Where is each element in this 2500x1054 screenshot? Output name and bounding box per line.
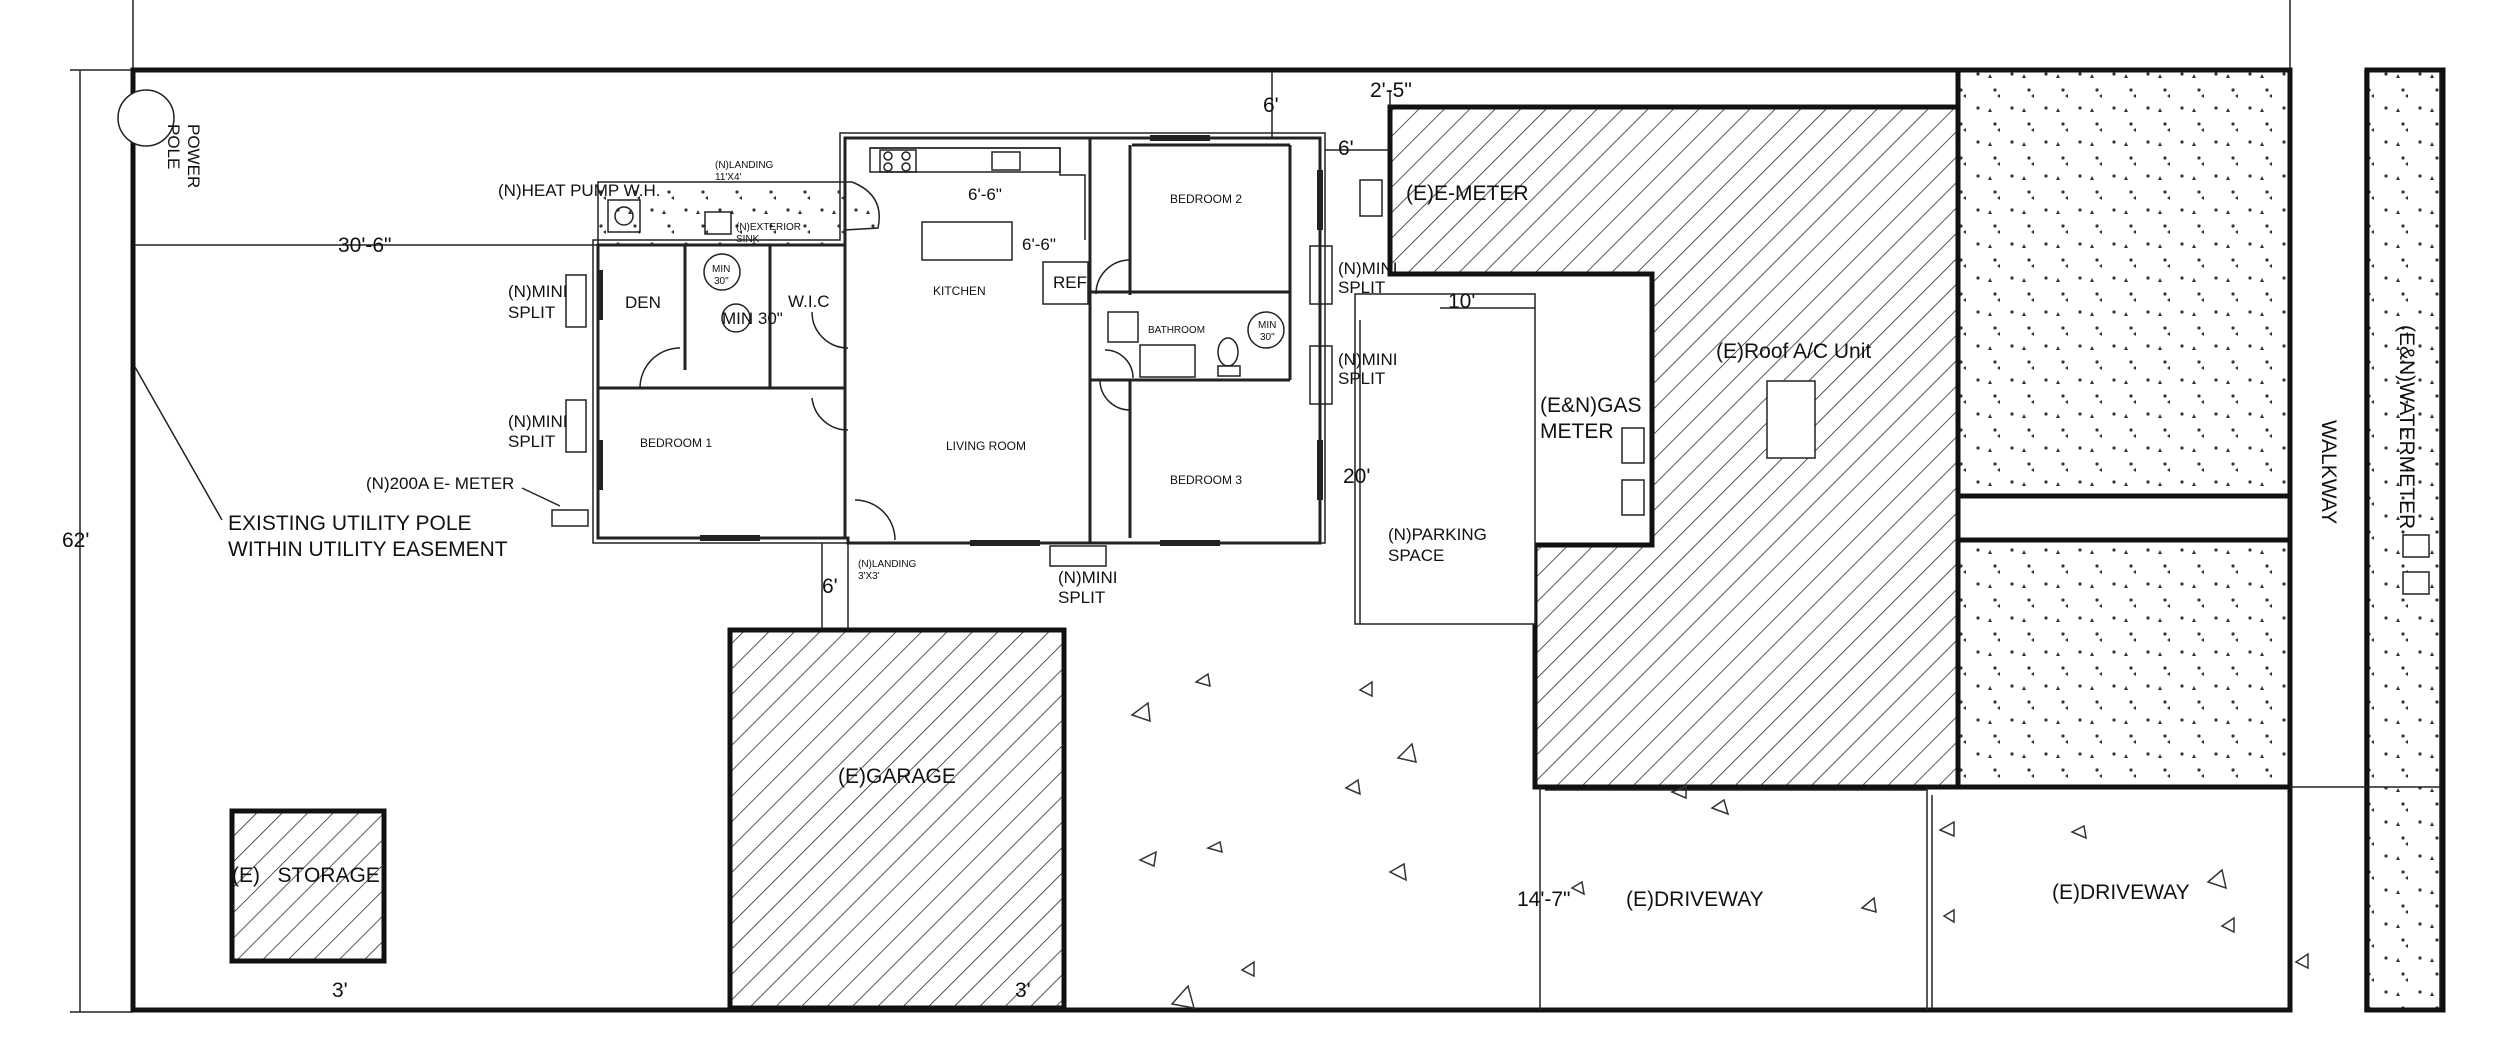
dim-2-5: 2'-5" [1370,79,1412,102]
driveway-lines [1539,784,2440,1010]
kitchen-island [921,221,1013,261]
driveway-label-2: (E)DRIVEWAY [2052,881,2190,904]
bedroom3-label: BEDROOM 3 [1170,473,1242,487]
dim-total-depth: 62' [62,529,89,552]
den-label: DEN [625,293,661,312]
mini-split-e1-label-1: (N)MINI [1338,259,1397,278]
mini-split-e2-label-1: (N)MINI [1338,350,1397,369]
mini-split-e2-label-2: SPLIT [1338,369,1385,388]
water-meter-label: (E&N)WATERMETER [2395,325,2418,529]
mini-split-w1-label-1: (N)MINI [508,282,567,301]
garage-label: (E)GARAGE [838,765,956,788]
min30-a-label-2: 30" [714,276,729,287]
meter-200a-box [551,509,589,527]
ext-sink-label-1: (N)EXTERIOR [736,222,801,233]
dim-garage-3: 3' [1015,979,1031,1002]
ext-sink-label-2: SINK [736,234,760,245]
garage [727,627,1067,1011]
wic-label: W.I.C [788,292,830,311]
gas-meter-box-2 [1621,479,1645,516]
existing-pole-label-2: WITHIN UTILITY EASEMENT [228,538,508,561]
gas-meter-label-1: (E&N)GAS [1540,394,1642,417]
existing-pole-label-1: EXISTING UTILITY POLE [228,512,472,535]
landscape-north [1955,67,2293,499]
mini-split-w1 [565,274,587,328]
roof-ac-label: (E)Roof A/C Unit [1716,340,1871,363]
mini-split-e1 [1309,245,1333,305]
dim-storage-3: 3' [332,979,348,1002]
dim-kitchen-6-6b: 6'-6" [1022,235,1056,254]
bedroom1-label: BEDROOM 1 [640,436,712,450]
ref-label: REF [1053,273,1087,292]
landing-bottom-label-2: 3'X3' [858,571,880,582]
meter-200a-label: (N)200A E- METER [366,474,514,493]
parking-space [1354,293,1536,625]
power-pole-label-2: POLE [164,124,183,169]
dim-width-10: 10' [1448,290,1475,313]
landing-top-label-2: 11'X4' [715,172,742,183]
refrigerator [1042,261,1089,305]
mini-split-w2-label-1: (N)MINI [508,412,567,431]
walkway-label: WALKWAY [2317,420,2340,524]
storage-label: (E) STORAGE [232,864,380,887]
mini-split-w2-label-2: SPLIT [508,432,555,451]
landing-top [597,181,880,246]
landscape-south [1955,537,2293,790]
floor-plan [592,132,1326,546]
mini-split-e2 [1309,345,1333,405]
min30-c-label-2: 30" [1260,332,1275,343]
landing-bottom-label-1: (N)LANDING [858,559,917,570]
dimension-lines [1271,70,1933,1008]
parking-label-1: (N)PARKING [1388,525,1487,544]
e-meter-box [1359,179,1383,217]
min30-c-label: MIN [1258,320,1276,331]
mini-split-s [1049,545,1107,567]
dim-west-30-6: 30'-6" [338,234,392,257]
min30-b-label: MIN 30" [722,309,783,328]
min30-a-label: MIN [712,264,730,275]
roof-ac-unit [1766,380,1816,459]
e-meter-label: (E)E-METER [1406,182,1529,205]
mini-split-s-label-1: (N)MINI [1058,568,1117,587]
dim-parking-20: 20' [1343,465,1370,488]
gas-meter-label-2: METER [1540,420,1614,443]
dim-east-6: 6' [1338,137,1354,160]
gas-meter-box-1 [1621,427,1645,464]
kitchen-label: KITCHEN [933,284,986,298]
water-meter-box-2 [2402,571,2430,595]
bedroom2-label: BEDROOM 2 [1170,192,1242,206]
mini-split-e1-label-2: SPLIT [1338,278,1385,297]
heat-pump-label: (N)HEAT PUMP W.H. [498,181,660,200]
parking-label-2: SPACE [1388,546,1444,565]
power-pole-label-1: POWER [184,124,203,188]
water-meter-box-1 [2402,534,2430,558]
storage [229,808,387,964]
mini-split-s-label-2: SPLIT [1058,588,1105,607]
bathroom-label: BATHROOM [1148,325,1205,336]
mini-split-w2 [565,399,587,453]
living-room-label: LIVING ROOM [946,439,1026,453]
concrete-markers [1130,672,2309,1009]
landing-top-label-1: (N)LANDING [715,160,774,171]
driveway-label-1: (E)DRIVEWAY [1626,888,1764,911]
mini-split-w1-label-2: SPLIT [508,303,555,322]
dim-driveway-14-7: 14'-7" [1517,888,1571,911]
power-pole-circle [117,89,175,147]
dim-north-6: 6' [1263,94,1279,117]
dim-landing-6: 6' [822,575,838,598]
dim-kitchen-6-6a: 6'-6" [968,185,1002,204]
